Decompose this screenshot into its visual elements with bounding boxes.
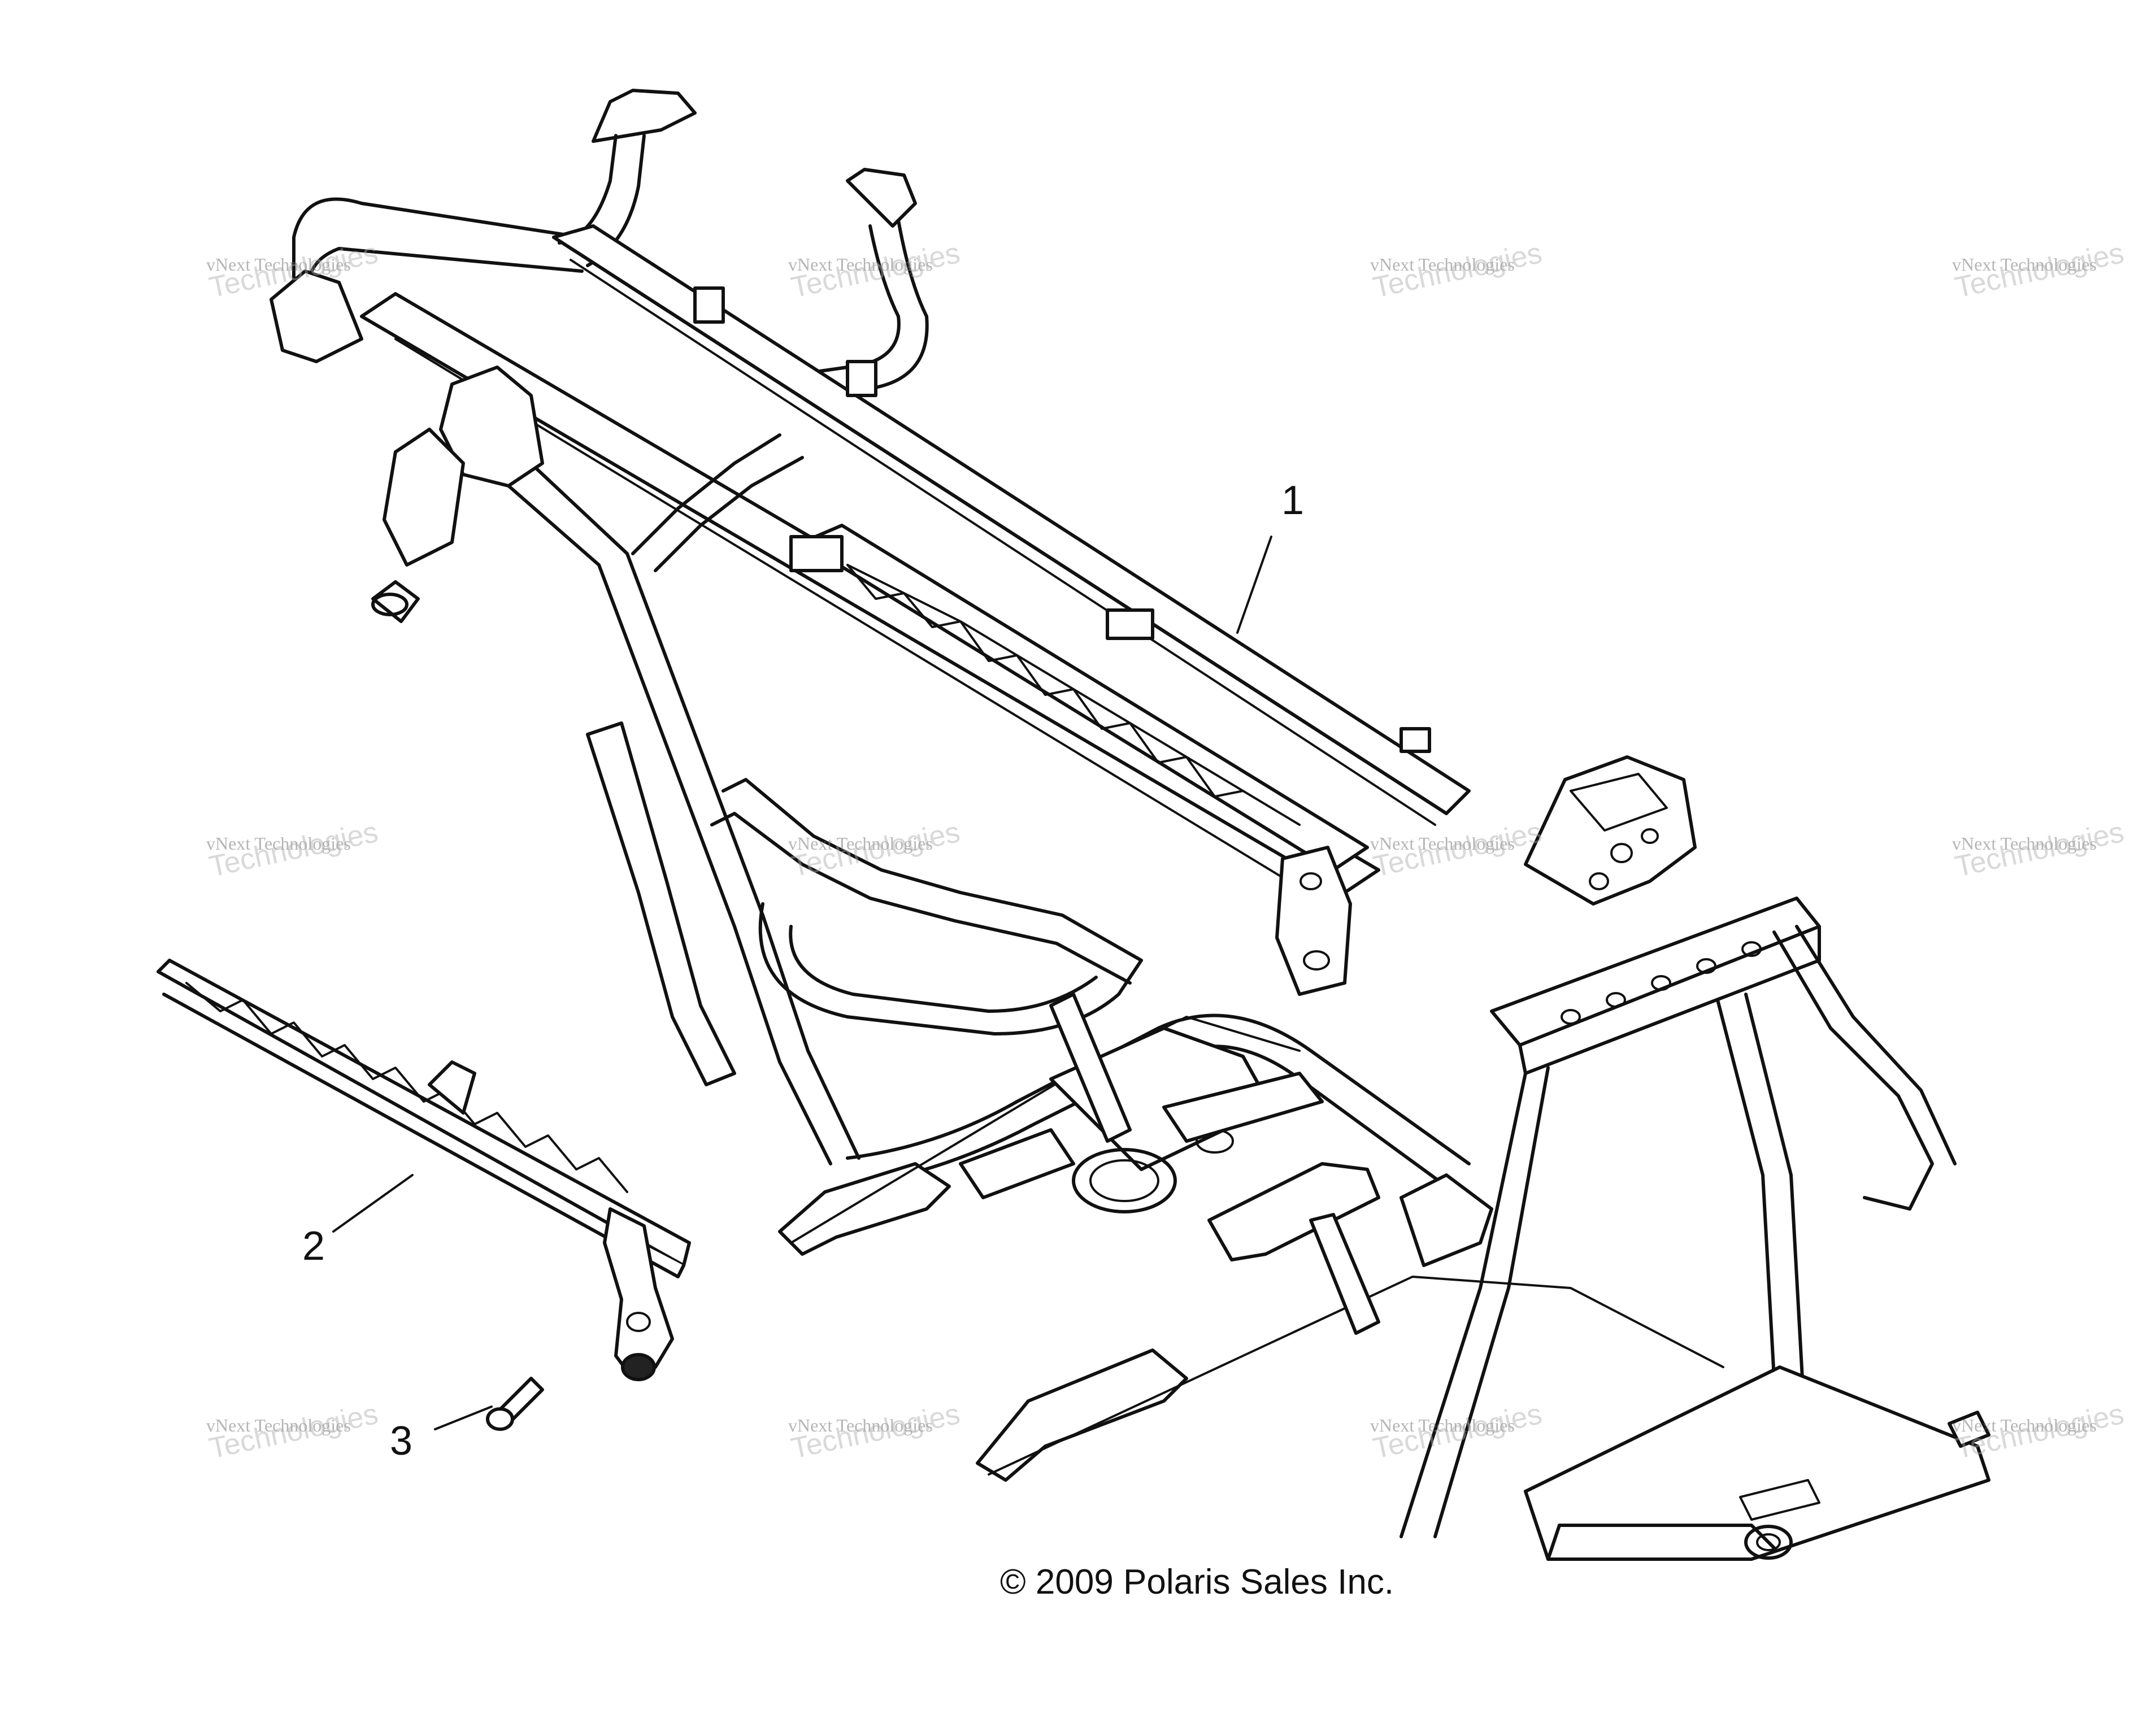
callout-2: 2 [302,1224,325,1269]
copyright-notice: © 2009 Polaris Sales Inc. [1000,1563,1394,1602]
callout-1: 1 [1281,478,1305,523]
frame-assembly [270,89,1990,1561]
bolt-part [486,1377,544,1431]
leader-lines [332,536,1272,1430]
crossmember-part [157,959,691,1381]
callout-3: 3 [390,1419,413,1464]
